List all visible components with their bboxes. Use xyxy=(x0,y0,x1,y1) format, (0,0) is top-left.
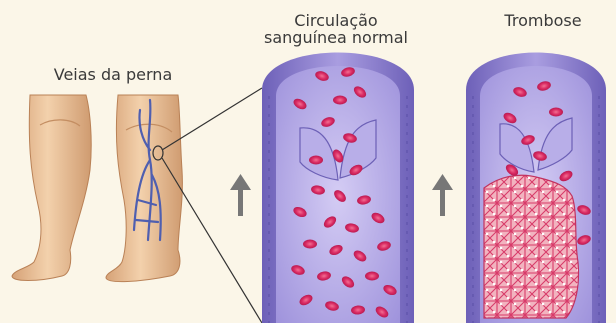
red-blood-cell xyxy=(303,240,317,249)
thrombosis-title: Trombose xyxy=(468,12,616,29)
normal-title-line2: sanguínea normal xyxy=(236,29,436,46)
red-blood-cell xyxy=(309,156,323,165)
normal-circulation-title: Circulação sanguínea normal xyxy=(236,12,436,46)
red-blood-cell xyxy=(365,272,379,281)
red-blood-cell xyxy=(333,96,347,105)
legs-illustration xyxy=(12,95,182,282)
blood-clot xyxy=(484,175,579,318)
normal-vessel xyxy=(262,53,414,323)
legs-title: Veias da perna xyxy=(18,66,208,83)
red-blood-cell xyxy=(549,108,563,117)
left-leg xyxy=(12,95,91,281)
upward-flow-arrow-icon xyxy=(432,174,453,216)
right-leg xyxy=(106,95,182,282)
thrombosis-vessel xyxy=(466,53,606,323)
normal-title-line1: Circulação xyxy=(236,12,436,29)
upward-flow-arrow-icon xyxy=(230,174,251,216)
